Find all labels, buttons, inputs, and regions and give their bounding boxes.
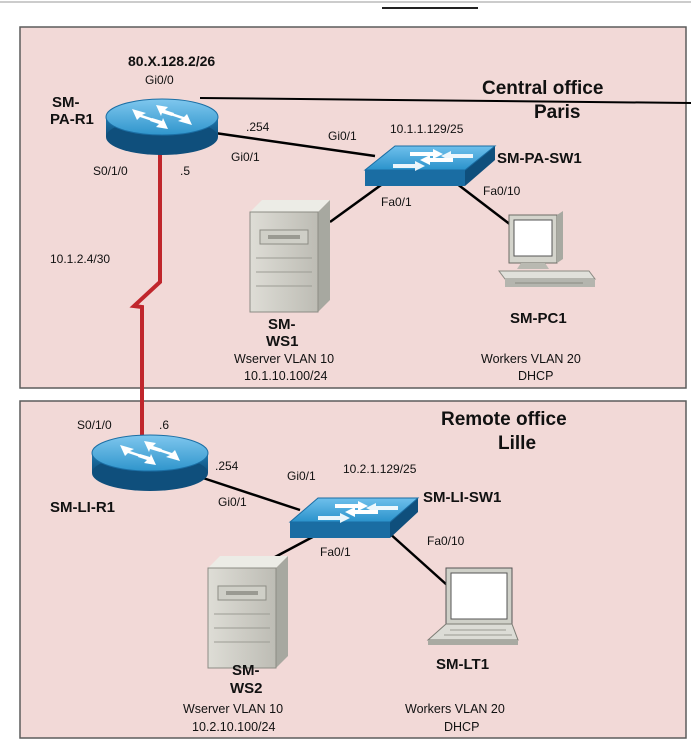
ws2-ip-label: 10.2.10.100/24: [192, 720, 275, 734]
link-li-sw1-to-lt1: [387, 531, 448, 586]
ws2-name-line1: SM-: [232, 662, 260, 679]
router-icon[interactable]: [105, 98, 219, 155]
pa-r1-ip-lan-label: .254: [246, 120, 270, 134]
link-pa-r1-to-sw1: [214, 131, 376, 158]
ws1-name-line1: SM-: [268, 316, 296, 333]
pa-r1-name-line1: SM-: [52, 94, 80, 111]
wan-ip-label: 80.X.128.2/26: [128, 53, 215, 69]
pa-r1-if-wan-label: Gi0/0: [145, 73, 174, 87]
pa-r1-if-lan-label: Gi0/1: [231, 150, 260, 164]
remote-title-line1: Remote office: [441, 409, 567, 430]
li-sw1-if-server-label: Fa0/1: [320, 545, 351, 559]
server-icon[interactable]: [207, 556, 288, 669]
ws1-name-line2: WS1: [266, 333, 299, 350]
lt1-ip-label: DHCP: [444, 720, 479, 734]
pc1-ip-label: DHCP: [518, 369, 553, 383]
li-sw1-if-laptop-label: Fa0/10: [427, 534, 465, 548]
pc1-name-label: SM-PC1: [510, 310, 567, 327]
serial-link: [129, 142, 162, 436]
pa-r1-ip-serial-label: .5: [180, 164, 190, 178]
switch-icon[interactable]: [363, 145, 497, 186]
pa-sw1-ip-label: 10.1.1.129/25: [390, 122, 464, 136]
pa-sw1-if-uplink-label: Gi0/1: [328, 129, 357, 143]
pc1-vlan-label: Workers VLAN 20: [481, 352, 581, 366]
ws2-vlan-label: Wserver VLAN 10: [183, 702, 283, 716]
pa-sw1-if-server-label: Fa0/1: [381, 195, 412, 209]
li-r1-if-serial-label: S0/1/0: [77, 418, 112, 432]
li-r1-name-label: SM-LI-R1: [50, 499, 115, 516]
li-r1-if-lan-label: Gi0/1: [218, 495, 247, 509]
pa-r1-name-line2: PA-R1: [50, 111, 94, 128]
li-r1-ip-lan-label: .254: [215, 459, 239, 473]
zone-central-office: [19, 26, 687, 389]
link-pa-sw1-to-ws1: [329, 178, 389, 224]
switch-icon[interactable]: [288, 497, 420, 538]
li-sw1-ip-label: 10.2.1.129/25: [343, 462, 417, 476]
router-icon[interactable]: [91, 434, 209, 491]
ws1-ip-label: 10.1.10.100/24: [244, 369, 327, 383]
li-sw1-if-uplink-label: Gi0/1: [287, 469, 316, 483]
li-r1-ip-serial-label: .6: [159, 418, 169, 432]
desktop-pc-icon[interactable]: [498, 211, 596, 287]
pa-sw1-name-label: SM-PA-SW1: [497, 150, 582, 167]
central-title-line1: Central office: [482, 78, 603, 99]
lt1-vlan-label: Workers VLAN 20: [405, 702, 505, 716]
laptop-icon[interactable]: [426, 567, 519, 645]
ws1-vlan-label: Wserver VLAN 10: [234, 352, 334, 366]
ws2-name-line2: WS2: [230, 680, 263, 697]
pa-sw1-if-pc-label: Fa0/10: [483, 184, 521, 198]
serial-network-label: 10.1.2.4/30: [50, 252, 110, 266]
wan-link: [199, 97, 691, 104]
link-li-r1-to-sw1: [199, 475, 301, 512]
lt1-name-label: SM-LT1: [436, 656, 489, 673]
pa-r1-if-serial-label: S0/1/0: [93, 164, 128, 178]
central-title-line2: Paris: [534, 102, 580, 123]
remote-title-line2: Lille: [498, 433, 536, 454]
server-icon[interactable]: [249, 200, 330, 313]
li-sw1-name-label: SM-LI-SW1: [423, 489, 501, 506]
